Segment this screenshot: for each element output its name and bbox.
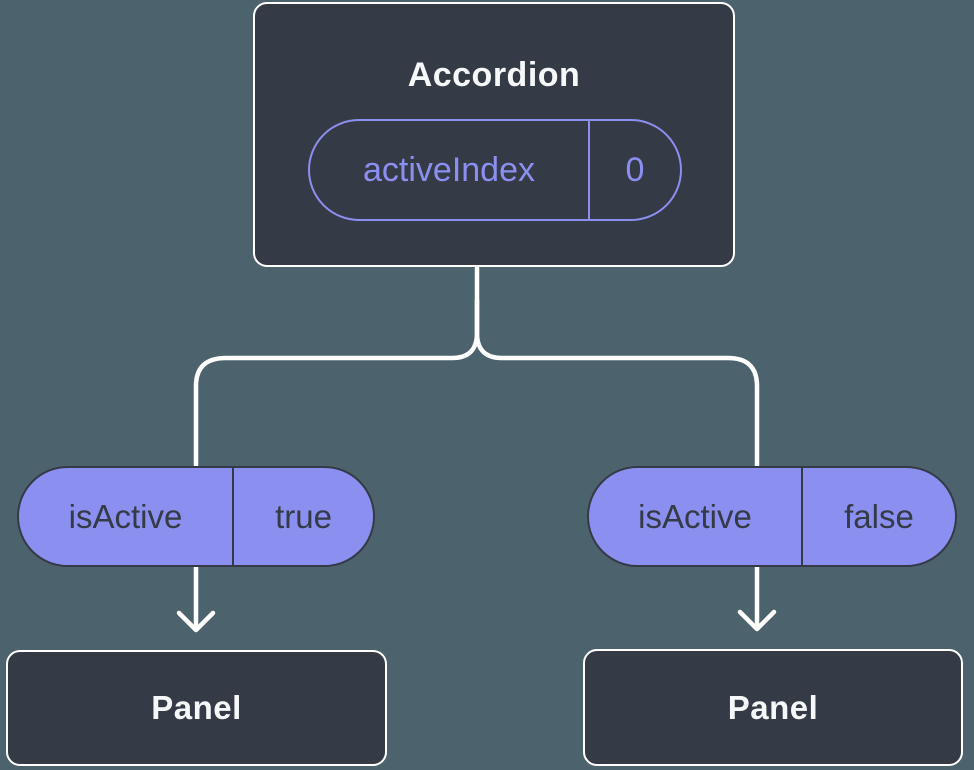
component-node-accordion: Accordion activeIndex 0 (253, 2, 735, 267)
state-pill-activeindex: activeIndex 0 (308, 119, 682, 221)
down-arrow-right-icon (737, 563, 777, 632)
prop-value: false (844, 497, 914, 535)
component-name: Accordion (407, 56, 581, 94)
prop-value: true (275, 497, 332, 535)
pill-divider (588, 121, 590, 219)
pill-divider (232, 468, 234, 565)
component-name: Panel (727, 688, 819, 726)
state-name: activeIndex (363, 150, 535, 189)
component-name: Panel (151, 689, 242, 726)
state-value: 0 (625, 150, 645, 189)
prop-name: isActive (638, 497, 752, 535)
down-arrow-left-icon (176, 564, 216, 633)
prop-pill-isactive-true: isActive true (17, 466, 375, 567)
prop-name: isActive (68, 497, 183, 535)
branch-line-right (474, 297, 760, 468)
branch-line-left (193, 265, 480, 468)
component-node-panel-left: Panel (6, 650, 387, 766)
component-node-panel-right: Panel (583, 649, 963, 766)
prop-pill-isactive-false: isActive false (587, 466, 957, 567)
pill-divider (801, 468, 803, 565)
